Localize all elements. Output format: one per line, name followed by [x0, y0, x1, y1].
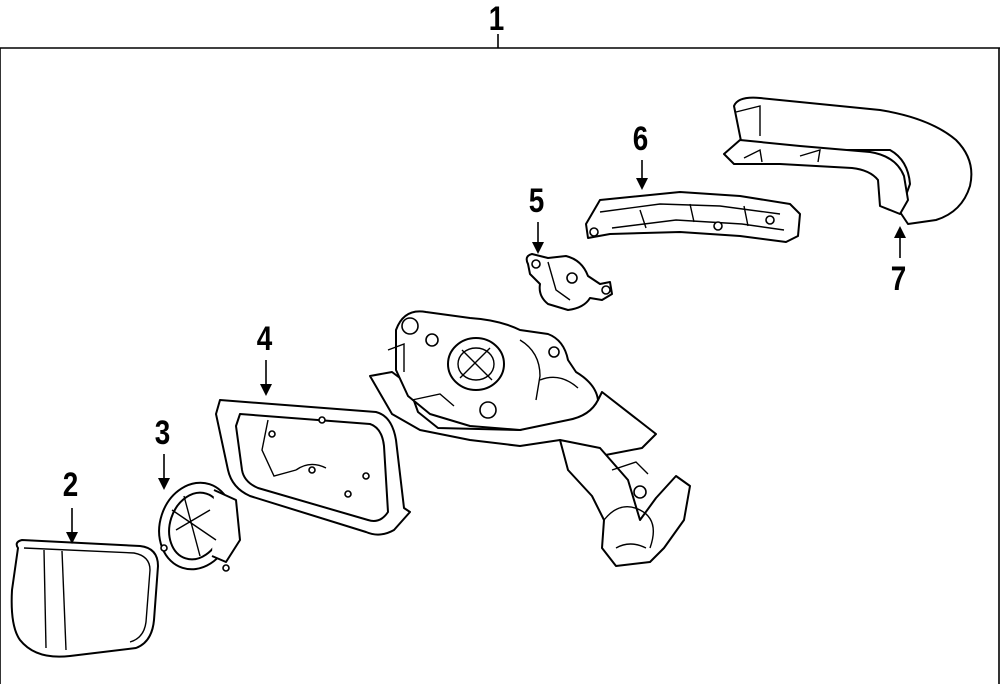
leader-arrow-5 — [532, 222, 544, 254]
leader-arrow-7 — [894, 226, 906, 258]
mirror-cover-part — [723, 96, 973, 225]
assembly-bracket — [0, 34, 1000, 684]
callout-1: 1 — [488, 0, 505, 38]
callout-4: 4 — [256, 320, 273, 358]
leader-arrow-2 — [66, 508, 78, 544]
turn-signal-lamp-part — [585, 191, 801, 243]
callout-6: 6 — [632, 120, 649, 158]
mirror-glass-part — [10, 539, 159, 658]
fold-motor-part — [525, 253, 613, 311]
housing-frame-part — [215, 399, 411, 536]
leader-arrow-3 — [158, 454, 170, 490]
mirror-base-assembly-part — [369, 310, 691, 567]
callout-2: 2 — [62, 466, 79, 504]
callout-3: 3 — [154, 414, 171, 452]
actuator-part — [158, 481, 241, 572]
callout-5: 5 — [528, 182, 545, 220]
leader-arrow-4 — [260, 360, 272, 396]
leader-arrow-6 — [636, 160, 648, 190]
callout-7: 7 — [890, 260, 907, 298]
